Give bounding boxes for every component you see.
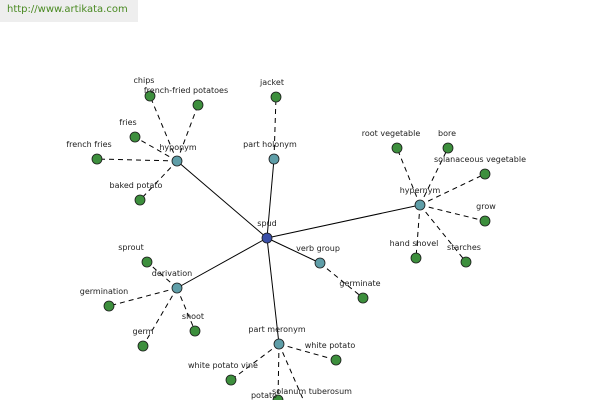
edge-hypernym-bore	[419, 147, 449, 206]
relation-node-derivation[interactable]	[171, 282, 183, 294]
node-label-hypernym: hypernym	[400, 186, 441, 195]
node-label-germination: germination	[80, 287, 128, 296]
edge-spud-part-meronym	[266, 237, 280, 345]
leaf-node-baked-potato[interactable]	[134, 194, 146, 206]
relation-node-hyponym[interactable]	[171, 155, 183, 167]
relation-node-verb-group[interactable]	[314, 257, 326, 269]
node-label-starches: starches	[447, 243, 481, 252]
node-label-baked-potato: baked potato	[110, 181, 163, 190]
node-label-french-fried-potatoes: french-fried potatoes	[144, 86, 228, 95]
relation-node-part-holonym[interactable]	[268, 153, 280, 165]
node-label-sprout: sprout	[118, 243, 143, 252]
edge-derivation-sprout	[146, 261, 178, 289]
edge-hypernym-starches	[419, 204, 467, 263]
leaf-node-hand-shovel[interactable]	[410, 252, 422, 264]
node-label-jacket: jacket	[259, 78, 284, 87]
node-label-fries: fries	[119, 118, 136, 127]
edge-hyponym-french-fried-potatoes	[176, 104, 199, 162]
leaf-node-potato[interactable]	[272, 394, 284, 400]
leaf-node-germination[interactable]	[103, 300, 115, 312]
edge-verb-group-germinate	[319, 262, 364, 299]
leaf-node-solanaceous-vegetable[interactable]	[479, 168, 491, 180]
node-label-chips: chips	[134, 76, 155, 85]
node-label-white-potato: white potato	[305, 341, 356, 350]
leaf-node-bore[interactable]	[442, 142, 454, 154]
edge-hyponym-fries	[134, 136, 178, 162]
edge-part-meronym-white-potato	[278, 343, 337, 361]
leaf-node-jacket[interactable]	[270, 91, 282, 103]
edge-hypernym-grow	[419, 204, 486, 222]
node-label-germinate: germinate	[339, 279, 380, 288]
leaf-node-white-potato-vine[interactable]	[225, 374, 237, 386]
leaf-node-germ[interactable]	[137, 340, 149, 352]
node-label-french-fries: french fries	[66, 140, 111, 149]
edge-hyponym-french-fries	[96, 158, 178, 162]
node-label-part-holonym: part holonym	[243, 140, 297, 149]
leaf-node-shoot[interactable]	[189, 325, 201, 337]
leaf-node-white-potato[interactable]	[330, 354, 342, 366]
leaf-node-germinate[interactable]	[357, 292, 369, 304]
edge-hyponym-chips	[149, 95, 178, 162]
node-label-germ: germ	[133, 327, 154, 336]
edge-hypernym-root-vegetable	[396, 147, 421, 206]
node-label-part-meronym: part meronym	[248, 325, 305, 334]
edge-spud-hyponym	[176, 160, 268, 239]
node-label-hyponym: hyponym	[159, 143, 197, 152]
leaf-node-fries[interactable]	[129, 131, 141, 143]
node-label-verb-group: verb group	[296, 244, 340, 253]
leaf-node-grow[interactable]	[479, 215, 491, 227]
edge-part-meronym-potato	[277, 343, 280, 400]
node-label-potato: potato	[251, 391, 277, 400]
relation-node-part-meronym[interactable]	[273, 338, 285, 350]
relation-node-hypernym[interactable]	[414, 199, 426, 211]
edge-spud-hypernym	[266, 204, 421, 239]
leaf-node-french-fried-potatoes[interactable]	[192, 99, 204, 111]
edge-hypernym-hand-shovel	[415, 204, 421, 259]
node-label-spud: spud	[257, 219, 276, 228]
node-label-shoot: shoot	[182, 312, 204, 321]
root-node-spud[interactable]	[261, 232, 273, 244]
node-label-hand-shovel: hand shovel	[390, 239, 439, 248]
edge-derivation-shoot	[176, 287, 196, 332]
leaf-node-chips[interactable]	[144, 90, 156, 102]
leaf-node-root-vegetable[interactable]	[391, 142, 403, 154]
node-label-root-vegetable: root vegetable	[362, 129, 421, 138]
edge-spud-derivation	[176, 237, 268, 289]
leaf-node-french-fries[interactable]	[91, 153, 103, 165]
edge-part-holonym-jacket	[273, 96, 277, 160]
node-label-bore: bore	[438, 129, 456, 138]
watermark-url: http://www.artikata.com	[0, 0, 138, 22]
node-label-solanum-tuberosum: solanum tuberosum	[272, 387, 352, 396]
leaf-node-sprout[interactable]	[141, 256, 153, 268]
edge-part-meronym-white-potato-vine	[230, 343, 280, 381]
node-label-solanaceous-vegetable: solanaceous vegetable	[434, 155, 526, 164]
edge-spud-verb-group	[266, 237, 321, 264]
leaf-node-starches[interactable]	[460, 256, 472, 268]
node-label-derivation: derivation	[152, 269, 192, 278]
edge-derivation-germination	[108, 287, 178, 307]
node-label-white-potato-vine: white potato vine	[188, 361, 258, 370]
edge-spud-part-holonym	[266, 158, 275, 239]
edge-hypernym-solanaceous-vegetable	[419, 173, 486, 206]
node-label-grow: grow	[476, 202, 496, 211]
edge-derivation-germ	[142, 287, 178, 347]
edge-part-meronym-solanum-tuberosum	[278, 343, 304, 400]
